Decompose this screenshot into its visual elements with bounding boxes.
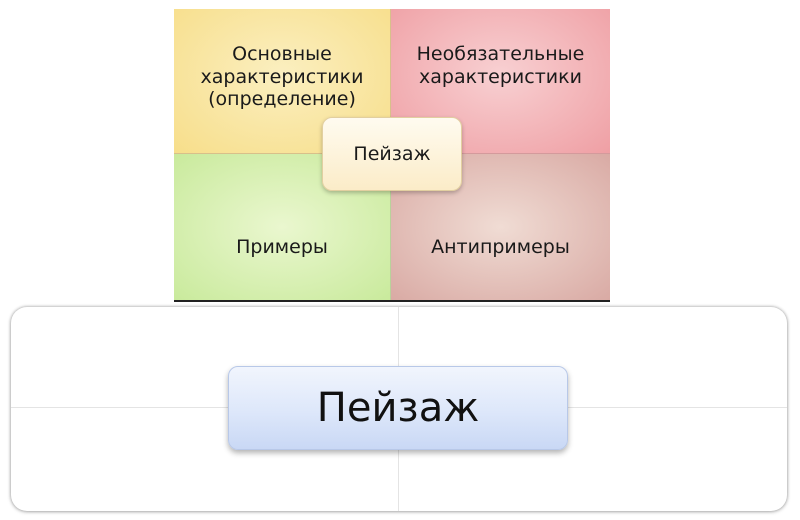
center-concept-box-large: Пейзаж <box>228 366 568 450</box>
quadrant-label-examples: Примеры <box>236 235 328 258</box>
blank-frayer-template: Пейзаж <box>11 307 787 511</box>
center-concept-box: Пейзаж <box>322 117 462 191</box>
quadrant-label-non-examples: Антипримеры <box>431 235 570 258</box>
quadrant-label-optional: Необязательные характеристики <box>416 43 585 88</box>
center-concept-label-large: Пейзаж <box>316 385 480 431</box>
quadrant-optional-characteristics: Необязательные характеристики <box>391 9 610 154</box>
quadrant-label-essential: Основные характеристики (определение) <box>200 42 364 111</box>
frayer-model-diagram: Основные характеристики (определение) Не… <box>174 9 610 302</box>
center-concept-label: Пейзаж <box>353 143 431 165</box>
quadrant-essential-characteristics: Основные характеристики (определение) <box>174 9 391 154</box>
